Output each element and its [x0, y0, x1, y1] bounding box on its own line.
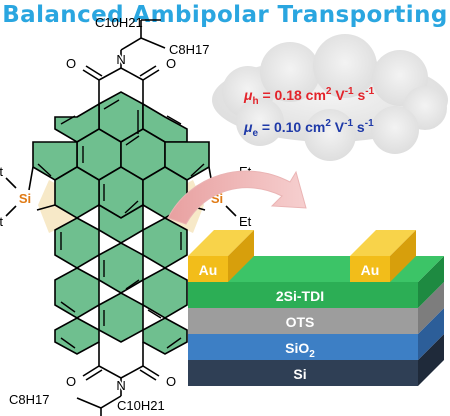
au-right-side: [390, 230, 416, 282]
oxygen-bottom-right: O: [166, 374, 176, 389]
alkyl-chain-bottom-b: C10H21: [117, 398, 165, 413]
oxygen-top-left: O: [66, 56, 76, 71]
nitrogen-bottom: N: [116, 378, 125, 393]
ots-layer-front: [188, 308, 418, 334]
chain-top-a-text: C10H21: [95, 15, 143, 30]
au-left-side: [228, 230, 254, 282]
nitrogen-top: N: [116, 52, 125, 67]
si-layer-side: [418, 334, 444, 386]
chain-top-b-text: C8H17: [169, 42, 209, 57]
hole-v: V: [331, 87, 345, 103]
hole-value: = 0.18 cm: [259, 87, 326, 103]
title: Balanced Ambipolar Transporting: [2, 2, 448, 28]
imide-rings: [76, 19, 166, 416]
aromatic-core: [32, 91, 210, 355]
oxygen-bottom-left: O: [66, 374, 76, 389]
au-left-front: [188, 256, 228, 282]
hole-mobility: μh = 0.18 cm2 V-1 s-1: [243, 86, 375, 107]
alkyl-chain-bottom-a: C8H17: [9, 392, 49, 407]
au-left-label: Au: [199, 262, 218, 278]
alkyl-chain-top-b: C8H17: [169, 42, 209, 57]
au-right-front: [350, 256, 390, 282]
electron-value: = 0.10 cm: [258, 119, 325, 135]
molecule-structure: O O N O O N Si Si Et Et Et Et C10H21 C8H…: [0, 15, 252, 416]
ethyl-left-top: Et: [0, 164, 3, 179]
electron-v: V: [331, 119, 345, 135]
hole-sup1: 2: [326, 86, 332, 97]
tdi-layer-front: [188, 282, 418, 308]
electron-sup3: -1: [365, 118, 374, 129]
oxygen-top-right: O: [166, 56, 176, 71]
sio2-main: SiO: [285, 340, 309, 356]
au-right-top: [350, 230, 416, 256]
tdi-label: 2Si-TDI: [276, 288, 324, 304]
hole-sup3: -1: [365, 86, 374, 97]
electron-sup2: -1: [344, 118, 353, 129]
device-stack: Au Au 2Si-TDI OTS SiO2 Si: [188, 230, 444, 386]
hole-s: s: [354, 87, 366, 103]
tdi-layer-side: [418, 256, 444, 308]
ethyl-right-bottom: Et: [239, 214, 252, 229]
hole-sub: h: [252, 96, 258, 107]
chain-bottom-b-text: C10H21: [117, 398, 165, 413]
double-bonds: [37, 99, 205, 349]
si-label: Si: [293, 366, 306, 382]
sio2-layer-side: [418, 308, 444, 360]
electron-sup1: 2: [325, 118, 331, 129]
silicon-left: Si: [19, 191, 31, 206]
mobility-cloud: μh = 0.18 cm2 V-1 s-1 μe = 0.10 cm2 V-1 …: [212, 34, 448, 161]
electron-mobility: μe = 0.10 cm2 V-1 s-1: [243, 118, 374, 139]
electron-sub: e: [252, 128, 258, 139]
alkyl-chain-top-a: C10H21: [95, 15, 143, 30]
sio2-layer-front: [188, 334, 418, 360]
ots-layer-side: [418, 282, 444, 334]
sio2-sub: 2: [309, 349, 315, 360]
ots-label: OTS: [286, 314, 315, 330]
au-left-top: [188, 230, 254, 256]
si-layer-front: [188, 360, 418, 386]
sio2-label: SiO2: [285, 340, 315, 360]
electron-mu: μ: [243, 119, 253, 135]
curved-arrow: [167, 170, 307, 225]
hole-mu: μ: [243, 87, 253, 103]
hole-sup2: -1: [345, 86, 354, 97]
au-right-label: Au: [361, 262, 380, 278]
chain-bottom-a-text: C8H17: [9, 392, 49, 407]
ethyl-left-bottom: Et: [0, 214, 3, 229]
electron-s: s: [353, 119, 365, 135]
